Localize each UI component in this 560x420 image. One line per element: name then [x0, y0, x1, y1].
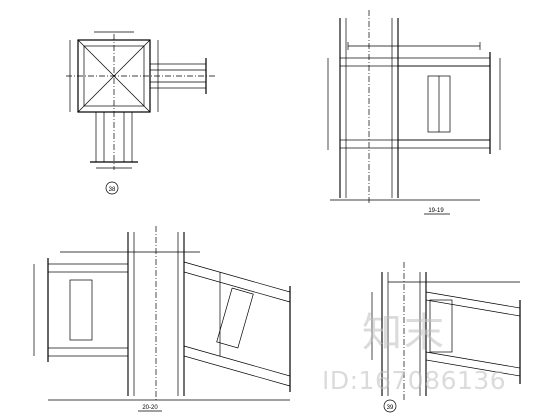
view-19-19-drawing: 19-19	[327, 10, 501, 215]
view-38-drawing: 38	[66, 31, 215, 195]
view-39-tag: 39	[387, 405, 394, 411]
view-19-19-title: 19-19	[428, 208, 444, 214]
view-38-tag: 38	[109, 187, 116, 193]
view-20-20-drawing: 20-20	[33, 226, 291, 412]
view-20-20-title: 20-20	[142, 405, 158, 411]
view-39-drawing: 39	[371, 262, 521, 413]
